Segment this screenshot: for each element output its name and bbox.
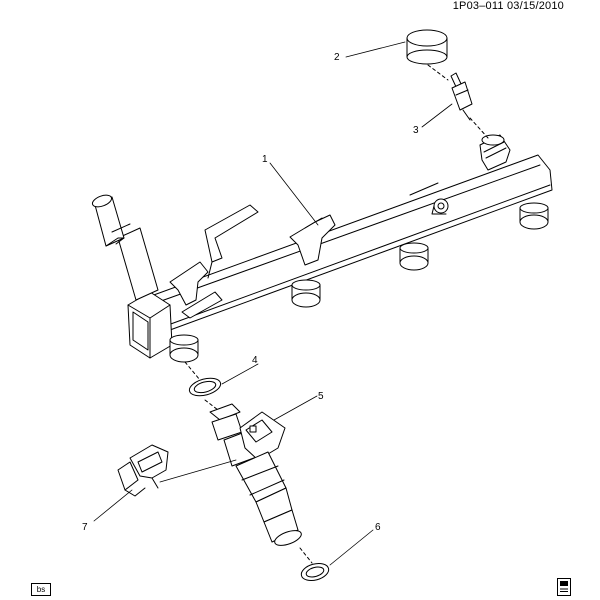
callout-6: 6 (375, 522, 381, 533)
bs-badge: bs (31, 583, 51, 596)
lower-o-ring (300, 562, 330, 582)
callout-leader-lines (93, 41, 453, 566)
document-date: 03/15/2010 (506, 0, 564, 12)
callout-4: 4 (252, 355, 258, 366)
book-page-icon (557, 578, 571, 596)
callout-5: 5 (318, 391, 324, 402)
fuel-rail-valve-cap (406, 29, 448, 65)
assembly-guide-lines (184, 64, 489, 564)
injector-retainer-clip (117, 444, 169, 497)
callout-7: 7 (82, 522, 88, 533)
document-id-header: 1P03–011 03/15/2010 (453, 0, 564, 12)
fuel-injector (209, 403, 302, 546)
document-number: 1P03–011 (452, 0, 504, 12)
upper-o-ring (188, 377, 222, 397)
schrader-valve-core (450, 72, 473, 121)
callout-numbers: 1 2 3 4 5 6 7 (82, 52, 419, 533)
callout-1: 1 (262, 154, 268, 165)
callout-2: 2 (334, 52, 340, 63)
fuel-rail (91, 134, 553, 363)
callout-3: 3 (413, 125, 419, 136)
